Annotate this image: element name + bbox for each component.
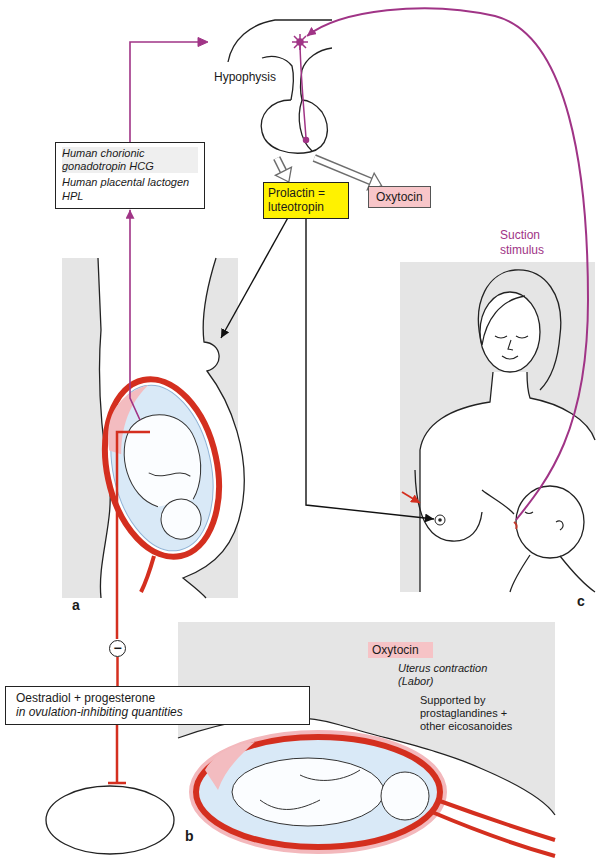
brain-outline xyxy=(228,20,332,62)
uterus-wall xyxy=(89,369,234,568)
panel-letter: a xyxy=(72,597,80,615)
hormone-arrow xyxy=(221,214,290,338)
pointer-arrow xyxy=(402,492,420,503)
oxytocin-box: Oxytocin xyxy=(368,186,431,208)
oxytocin-tag: Oxytocin xyxy=(368,642,433,658)
hormone-arrow xyxy=(306,214,434,519)
baby-body xyxy=(510,555,595,592)
connector-line xyxy=(314,158,370,181)
node-text: Supported by prostaglandines + other eic… xyxy=(420,694,528,734)
node-text: Human placental lactogen HPL xyxy=(62,176,198,202)
panel-letter: c xyxy=(577,593,585,611)
shoulder-outline xyxy=(527,372,595,440)
face xyxy=(495,336,528,359)
connector-line xyxy=(116,657,119,686)
connector-line xyxy=(130,42,198,142)
pituitary-stalk xyxy=(301,48,333,100)
hormone-line xyxy=(117,432,150,639)
connector-line xyxy=(277,158,284,171)
arrow-head xyxy=(275,167,291,182)
panel-letter: b xyxy=(185,828,194,846)
signal-label: Suction stimulus xyxy=(500,228,556,258)
hypophysis-region: Hypophysis xyxy=(208,15,333,158)
ovary xyxy=(46,786,174,854)
arrow-head xyxy=(198,38,208,47)
node-text: Human chorionic gonadotropin HCG xyxy=(62,147,198,173)
hypophysis-drawing xyxy=(228,20,332,153)
node-text: Uterus contraction (Labor) xyxy=(398,662,513,688)
connector xyxy=(130,38,208,143)
fetus-body xyxy=(116,407,208,511)
breast xyxy=(415,470,482,541)
fetus-body xyxy=(232,758,384,826)
node-text: Prolactin = luteotropin xyxy=(268,186,344,215)
breast xyxy=(482,490,514,514)
baby-face xyxy=(525,512,563,530)
pituitary-gland xyxy=(261,100,327,153)
body-fill xyxy=(420,372,595,592)
node-text: in ovulation-inhibiting quantities xyxy=(16,705,299,719)
cervix xyxy=(141,556,154,592)
hormone-arrow xyxy=(130,210,140,420)
nipple xyxy=(438,518,442,522)
labor-panel: Uterus contraction (Labor) Supported by p… xyxy=(178,622,555,868)
fetus-head xyxy=(157,495,204,542)
hormone-box: Oestradiol + progesteronein ovulation-in… xyxy=(5,686,310,725)
fetus-head xyxy=(381,772,429,820)
neuron-body xyxy=(297,39,303,45)
node-text: Oxytocin xyxy=(372,643,419,657)
baby-head xyxy=(516,486,584,558)
contraction-shade xyxy=(196,737,440,847)
node-text: Oxytocin xyxy=(376,190,423,204)
connector-outline xyxy=(277,158,284,171)
panel-ground xyxy=(400,262,595,592)
nerve-arrow xyxy=(307,8,588,520)
inhibition-line xyxy=(108,720,126,783)
panel-ground xyxy=(178,622,555,868)
hormone-box: Human chorionic gonadotropin HCG Human pl… xyxy=(55,142,205,209)
axon xyxy=(300,45,306,138)
node-text: Oestradiol + progesterone xyxy=(16,691,299,705)
body-fill xyxy=(178,717,555,868)
inhibition-sign: − xyxy=(109,640,126,657)
fetus-limb xyxy=(149,465,191,485)
birth-canal xyxy=(432,800,555,856)
mother-head xyxy=(480,292,540,372)
prolactin-box: Prolactin = luteotropin xyxy=(263,182,349,219)
axon-end xyxy=(304,138,309,143)
node-text: Hypophysis xyxy=(214,70,333,84)
neuron xyxy=(292,34,309,143)
connector-outline xyxy=(314,158,370,181)
node-text: − xyxy=(110,641,125,656)
hair xyxy=(478,270,560,390)
connector xyxy=(117,657,118,686)
baby-mouth xyxy=(514,522,517,529)
connector xyxy=(275,158,291,182)
nipple xyxy=(435,515,445,525)
uterus xyxy=(89,369,234,568)
fetus-limb xyxy=(260,770,360,809)
shoulder-outline xyxy=(420,372,493,592)
uterus-wall xyxy=(196,737,440,847)
